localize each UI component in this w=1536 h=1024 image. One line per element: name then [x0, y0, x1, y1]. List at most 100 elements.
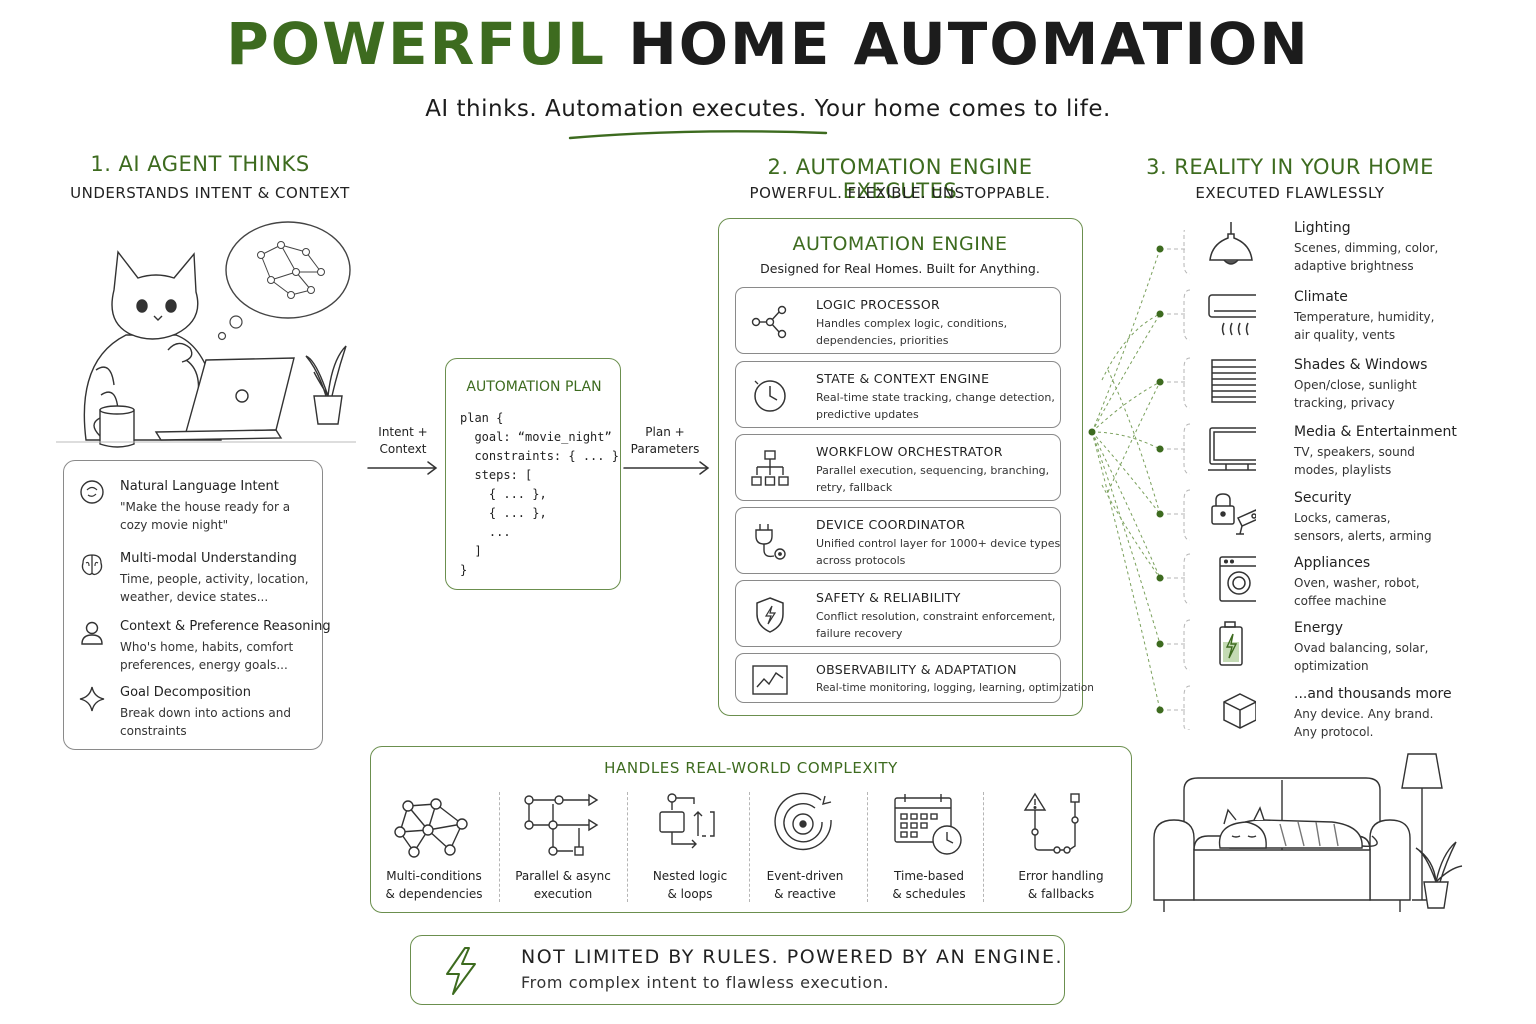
column-subheading-reality: EXECUTED FLAWLESSLY: [1195, 184, 1385, 202]
sofa-icon: [1153, 777, 1411, 912]
complexity-label-line1: Multi-conditions: [386, 869, 482, 883]
reality-item-shades: Shades & Windows Open/close, sunlight tr…: [1206, 357, 1506, 419]
engine-module-logic: LOGIC PROCESSOR Handles complex logic, c…: [735, 287, 1061, 354]
reality-title: Security: [1294, 490, 1352, 506]
reality-desc: Open/close, sunlight tracking, privacy: [1294, 378, 1417, 410]
cat-laptop-illustration: [56, 221, 356, 448]
complexity-item: Time-based & schedules: [869, 792, 989, 912]
complexity-label-line2: & fallbacks: [1027, 887, 1095, 901]
loop-icon: [659, 793, 715, 849]
subtitle-underline: [568, 130, 828, 140]
module-desc: Conflict resolution, constraint enforcem…: [816, 610, 1056, 640]
reality-item-appliances: Appliances Oven, washer, robot, coffee m…: [1206, 555, 1506, 617]
complexity-title: HANDLES REAL-WORLD COMPLEXITY: [604, 759, 898, 777]
module-desc: Handles complex logic, conditions, depen…: [816, 317, 1008, 347]
complexity-divider: [499, 792, 500, 902]
chat-bubble-icon: [80, 480, 104, 504]
complexity-label: Parallel & async execution: [503, 867, 623, 903]
module-desc: Unified control layer for 1000+ device t…: [816, 537, 1061, 567]
title-accent-word: POWERFUL: [226, 10, 606, 78]
reality-desc: TV, speakers, sound modes, playlists: [1294, 445, 1415, 477]
ai-capability-desc: "Make the house ready for a cozy movie n…: [120, 500, 291, 532]
reality-item-security: Security Locks, cameras, sensors, alerts…: [1206, 490, 1506, 552]
ai-capability-item: Context & Preference Reasoning Who's hom…: [78, 619, 331, 679]
lightning-icon: [446, 947, 476, 995]
complexity-label: Time-based & schedules: [869, 867, 989, 903]
engine-module-workflow: WORKFLOW ORCHESTRATOR Parallel execution…: [735, 434, 1061, 501]
module-title: STATE & CONTEXT ENGINE: [816, 371, 990, 386]
clock-icon: [754, 380, 786, 412]
arrow-label-intent-line2: Context: [379, 442, 427, 456]
title-main-words: HOME AUTOMATION: [628, 10, 1310, 78]
complexity-item: Error handling & fallbacks: [1001, 792, 1121, 912]
engine-module-state: STATE & CONTEXT ENGINE Real-time state t…: [735, 361, 1061, 428]
complexity-label: Nested logic & loops: [630, 867, 750, 903]
footer-tagline-box: NOT LIMITED BY RULES. POWERED BY AN ENGI…: [410, 935, 1065, 1005]
floor-lamp-icon: [1401, 753, 1443, 901]
plant-icon: [1415, 841, 1463, 909]
network-icon: [394, 798, 468, 858]
module-desc: Real-time state tracking, change detecti…: [816, 391, 1055, 421]
engine-title: AUTOMATION ENGINE: [792, 233, 1008, 255]
reality-title: Media & Entertainment: [1294, 424, 1457, 440]
engine-module-observability: OBSERVABILITY & ADAPTATION Real-time mon…: [735, 653, 1094, 703]
arrow-label-plan-line2: Parameters: [630, 442, 700, 456]
arrow-label-plan: Plan + Parameters: [626, 424, 704, 458]
reality-title: Lighting: [1294, 220, 1351, 236]
reality-item-energy: Energy Ovad balancing, solar, optimizati…: [1206, 620, 1506, 682]
complexity-label-line1: Nested logic: [652, 869, 728, 883]
module-title: DEVICE COORDINATOR: [816, 517, 966, 532]
parallel-flow-icon: [524, 793, 599, 856]
complexity-label-line1: Time-based: [894, 869, 964, 883]
ai-capability-desc: Break down into actions and constraints: [120, 706, 291, 738]
arrow-label-plan-line1: Plan +: [645, 425, 685, 439]
thought-bubble-icon: [217, 221, 351, 341]
complexity-label-line1: Parallel & async: [515, 869, 611, 883]
shield-icon: [756, 597, 784, 633]
complexity-divider: [749, 792, 750, 902]
ai-capability-item: Goal Decomposition Break down into actio…: [78, 685, 318, 745]
module-title: SAFETY & RELIABILITY: [816, 590, 961, 605]
module-desc: Parallel execution, sequencing, branchin…: [816, 464, 1050, 494]
plan-title: AUTOMATION PLAN: [466, 379, 602, 395]
battery-icon: [1219, 621, 1243, 666]
complexity-label-line2: & loops: [667, 887, 713, 901]
sleeping-cat-icon: [1218, 806, 1378, 849]
complexity-item: Multi-conditions & dependencies: [374, 792, 494, 912]
column-heading-reality: 3. REALITY IN YOUR HOME: [1146, 155, 1434, 179]
mug-icon: [93, 405, 135, 448]
page-subtitle: AI thinks. Automation executes. Your hom…: [425, 96, 1111, 122]
brain-icon: [81, 554, 103, 576]
complexity-divider: [983, 792, 984, 902]
engine-module-safety: SAFETY & RELIABILITY Conflict resolution…: [735, 580, 1061, 647]
plant-icon: [305, 345, 347, 425]
engine-module-device: DEVICE COORDINATOR Unified control layer…: [735, 507, 1061, 574]
complexity-label: Event-driven & reactive: [745, 867, 865, 903]
complexity-item: Nested logic & loops: [630, 792, 750, 912]
ai-capability-item: Natural Language Intent "Make the house …: [78, 479, 318, 539]
device-connector-fan: [1088, 230, 1191, 730]
ai-capability-item: Multi-modal Understanding Time, people, …: [78, 551, 318, 611]
lock-camera-icon: [1211, 493, 1256, 535]
module-title: OBSERVABILITY & ADAPTATION: [816, 662, 1017, 677]
reality-item-more: ...and thousands more Any device. Any br…: [1206, 686, 1506, 748]
ai-capability-title: Multi-modal Understanding: [120, 551, 297, 566]
ai-capabilities-panel: Natural Language Intent "Make the house …: [63, 460, 331, 750]
reality-item-media: Media & Entertainment TV, speakers, soun…: [1206, 424, 1506, 486]
reality-desc: Locks, cameras, sensors, alerts, arming: [1294, 511, 1432, 543]
sparkle-icon: [79, 686, 105, 712]
complexity-divider: [867, 792, 868, 902]
hierarchy-icon: [751, 450, 789, 486]
arrow-intent-to-plan: [367, 461, 438, 475]
complexity-label-line2: execution: [533, 887, 593, 901]
lamp-icon: [1209, 222, 1253, 265]
reality-title: ...and thousands more: [1294, 686, 1452, 702]
automation-plan-card: AUTOMATION PLAN plan { goal: “movie_nigh…: [445, 358, 621, 590]
radar-icon: [774, 792, 832, 851]
complexity-label-line2: & dependencies: [385, 887, 483, 901]
reality-desc: Scenes, dimming, color, adaptive brightn…: [1294, 241, 1439, 273]
reality-title: Climate: [1294, 289, 1348, 305]
reality-desc: Any device. Any brand. Any protocol.: [1294, 707, 1434, 739]
complexity-item: Parallel & async execution: [503, 792, 623, 912]
arrow-label-intent-line1: Intent +: [378, 425, 428, 439]
